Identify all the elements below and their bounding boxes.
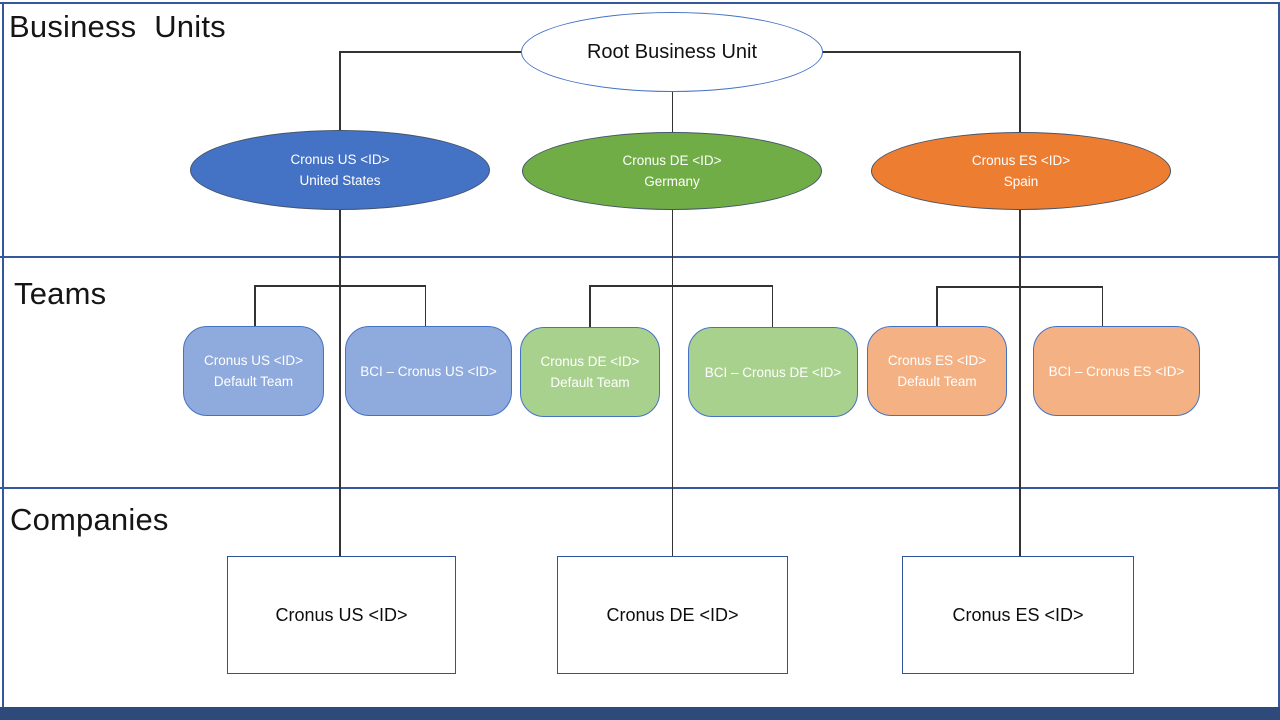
business-unit-node-de: Cronus DE <ID> Germany [522, 132, 822, 210]
band-title-teams: Teams [14, 276, 107, 311]
team-label: BCI – Cronus DE <ID> [704, 364, 842, 380]
business-unit-node-es: Cronus ES <ID> Spain [871, 132, 1171, 210]
business-unit-de-name: Cronus DE <ID> [622, 153, 722, 168]
company-label: Cronus ES <ID> [952, 604, 1084, 625]
team-label: BCI – Cronus ES <ID> [1048, 363, 1185, 379]
band-title-business-units: Business Units [9, 9, 226, 44]
root-business-unit-node: Root Business Unit [521, 12, 823, 92]
team-sublabel: Default Team [550, 375, 630, 390]
business-unit-node-us: Cronus US <ID> United States [190, 130, 490, 210]
team-box-bci-es: BCI – Cronus ES <ID> [1033, 326, 1200, 416]
team-box-de-default: Cronus DE <ID> Default Team [520, 327, 660, 417]
team-box-bci-de: BCI – Cronus DE <ID> [688, 327, 858, 417]
company-label: Cronus US <ID> [275, 604, 408, 625]
team-label: Cronus ES <ID> [887, 353, 987, 368]
connector-de-team2-drop [771, 285, 773, 327]
frame-left-border [2, 2, 4, 720]
company-box-de: Cronus DE <ID> [557, 556, 788, 674]
connector-trunk-es [1019, 51, 1021, 556]
band-separator-teams-companies [0, 487, 1280, 489]
team-sublabel: Default Team [897, 374, 977, 389]
team-box-es-default: Cronus ES <ID> Default Team [867, 326, 1007, 416]
root-business-unit-label: Root Business Unit [586, 40, 758, 63]
team-box-bci-us: BCI – Cronus US <ID> [345, 326, 512, 416]
team-label: Cronus US <ID> [203, 353, 304, 368]
connector-es-team2-drop [1101, 286, 1103, 326]
bottom-accent-bar [0, 707, 1280, 720]
team-label: BCI – Cronus US <ID> [360, 363, 497, 379]
frame-top-border [0, 2, 1280, 4]
business-unit-es-region: Spain [1003, 174, 1039, 189]
connector-us-teams-branch [254, 285, 426, 287]
connector-de-team1-drop [589, 285, 591, 327]
connector-root-to-us [340, 51, 523, 53]
team-label: Cronus DE <ID> [540, 354, 640, 369]
connector-es-teams-branch [936, 286, 1103, 288]
band-title-companies: Companies [10, 502, 169, 537]
business-unit-es-name: Cronus ES <ID> [971, 153, 1071, 168]
frame-right-border [1278, 2, 1280, 720]
connector-es-team1-drop [936, 286, 938, 326]
company-box-us: Cronus US <ID> [227, 556, 456, 674]
business-unit-de-region: Germany [644, 174, 700, 189]
connector-trunk-de [671, 90, 673, 556]
business-unit-us-name: Cronus US <ID> [290, 152, 390, 167]
team-box-us-default: Cronus US <ID> Default Team [183, 326, 324, 416]
company-label: Cronus DE <ID> [606, 604, 739, 625]
connector-de-teams-branch [589, 285, 773, 287]
business-unit-us-region: United States [299, 173, 381, 188]
band-separator-business-units-teams [0, 256, 1280, 258]
connector-us-team2-drop [424, 285, 426, 326]
connector-trunk-us [339, 51, 341, 556]
company-box-es: Cronus ES <ID> [902, 556, 1134, 674]
team-sublabel: Default Team [213, 374, 294, 389]
connector-root-to-es [822, 51, 1020, 53]
connector-us-team1-drop [254, 285, 256, 326]
